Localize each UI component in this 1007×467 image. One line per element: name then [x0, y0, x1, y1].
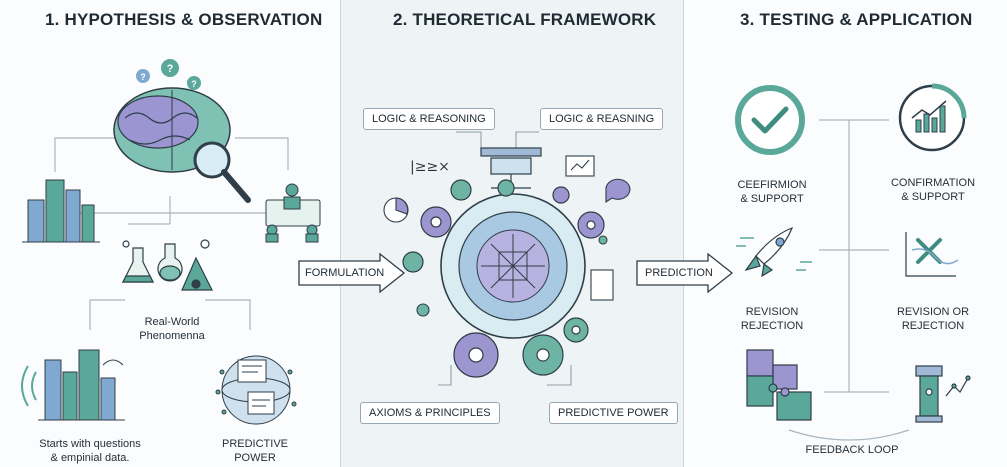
svg-text:?: ? — [167, 63, 174, 75]
brain-icon — [113, 87, 251, 203]
title-testing: 3. TESTING & APPLICATION — [740, 10, 973, 29]
label-revision-left: REVISION REJECTION — [740, 306, 804, 332]
label-feedback-loop: FEEDBACK LOOP — [805, 444, 899, 456]
speech-bubble-icon — [605, 178, 631, 204]
globe-document-icon — [215, 355, 297, 425]
svg-text:?: ? — [140, 72, 146, 82]
label-phenomena: Real-World Phenomenna — [139, 316, 205, 342]
label-predictive-power-1: PREDICTIVE POWER — [221, 438, 288, 464]
gear-icon — [402, 179, 605, 378]
title-hypothesis: 1. HYPOTHESIS & OBSERVATION — [45, 10, 323, 29]
prediction-arrow — [636, 252, 734, 294]
tower-icon — [915, 365, 971, 423]
label-prediction: PREDICTION — [645, 267, 713, 279]
label-starts: Starts with questions & empinial data. — [39, 438, 141, 464]
city-icon-top — [22, 179, 100, 243]
central-globe-icon — [440, 193, 586, 339]
label-revision-right: REVISION OR REJECTION — [896, 306, 970, 332]
box-predictive: PREDICTIVE POWER — [549, 402, 678, 424]
rejection-chart-icon — [905, 232, 959, 277]
panel1-illustration: ? ? ? — [21, 59, 321, 425]
growth-chart-icon — [898, 83, 967, 152]
formula-text: |≥≥× — [410, 159, 450, 175]
title-framework: 2. THEORETICAL FRAMEWORK — [393, 10, 657, 29]
panel2-illustration — [383, 131, 631, 386]
label-confirm-left: CEEFIRMION & SUPPORT — [737, 179, 807, 205]
divider-right — [683, 0, 684, 467]
question-bubbles-icon: ? ? ? — [136, 59, 201, 90]
divider-left — [340, 0, 341, 467]
box-logic-left: LOGIC & REASONING — [363, 108, 495, 130]
checkmark-icon — [735, 85, 805, 155]
panel3-illustration — [735, 83, 971, 441]
label-confirm-right: CONFIRMATION & SUPPORT — [890, 177, 976, 203]
meeting-icon — [265, 183, 321, 243]
puzzle-icon — [746, 349, 812, 421]
box-axioms: AXIOMS & PRINCIPLES — [360, 402, 500, 424]
rocket-icon — [736, 226, 812, 278]
formulation-arrow — [298, 252, 406, 294]
label-formulation: FORMULATION — [305, 267, 385, 279]
city-icon-bottom — [21, 349, 125, 421]
svg-text:?: ? — [191, 79, 197, 89]
box-logic-right: LOGIC & REASNING — [540, 108, 664, 130]
flasks-icon — [122, 239, 213, 291]
